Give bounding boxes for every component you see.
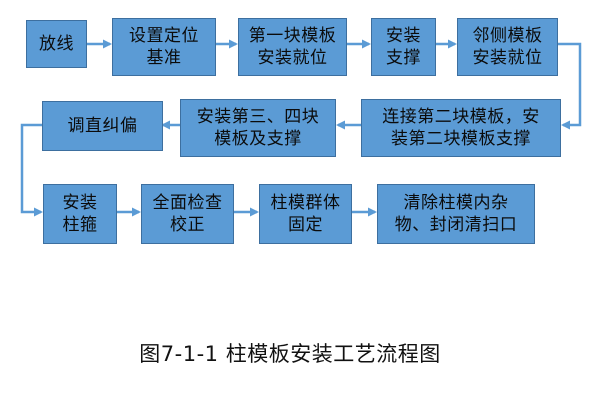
step-label-line: 邻侧模板 — [472, 26, 543, 46]
step-label-line: 支撑 — [386, 48, 421, 68]
step-label-line: 安装就位 — [472, 48, 543, 68]
arrow-step8-to-step9 — [20, 123, 43, 217]
step-label-line: 设置定位 — [129, 26, 199, 46]
step-install-bracing: 安装 支撑 — [371, 18, 436, 76]
step-label-line: 放线 — [39, 34, 74, 54]
step-label-line: 连接第二块模板，安 — [382, 107, 540, 127]
step-label-line: 第一块模板 — [248, 26, 337, 46]
step-label-line: 校正 — [170, 215, 205, 235]
step-label-line: 物、封闭清扫口 — [394, 215, 518, 235]
step-second-formwork-and-bracing: 连接第二块模板，安 装第二块模板支撑 — [361, 99, 561, 157]
step-label-line: 安装 — [62, 193, 98, 213]
step-label-line: 基准 — [146, 48, 182, 68]
step-straighten-and-correct: 调直纠偏 — [42, 101, 163, 151]
step-label-line: 全面检查 — [152, 193, 223, 213]
step-clean-and-seal-cleanout: 清除柱模内杂 物、封闭清扫口 — [377, 184, 535, 244]
step-label-line: 柱箍 — [62, 215, 98, 235]
step-lay-out-lines: 放线 — [26, 20, 87, 68]
step-label-line: 模板及支撑 — [214, 129, 302, 149]
step-label-line: 调直纠偏 — [67, 116, 138, 136]
step-first-formwork-in-place: 第一块模板 安装就位 — [238, 18, 347, 76]
step-label-line: 清除柱模内杂 — [403, 193, 509, 213]
step-label-line: 固定 — [288, 215, 323, 235]
figure-caption: 图7-1-1 柱模板安装工艺流程图 — [139, 342, 441, 366]
step-label-line: 柱模群体 — [270, 193, 341, 213]
step-label-line: 安装 — [386, 26, 421, 46]
step-install-column-clamps: 安装 柱箍 — [43, 184, 117, 244]
step-fix-column-formwork-group: 柱模群体 固定 — [259, 184, 352, 244]
step-label-line: 安装第三、四块 — [196, 107, 320, 127]
step-label-line: 装第二块模板支撑 — [391, 129, 531, 149]
step-adjacent-formwork-in-place: 邻侧模板 安装就位 — [457, 18, 558, 76]
step-set-positioning-datum: 设置定位 基准 — [112, 18, 216, 76]
step-third-fourth-formwork-and-bracing: 安装第三、四块 模板及支撑 — [180, 99, 336, 157]
arrow-step5-to-step6 — [558, 42, 582, 130]
step-label-line: 安装就位 — [257, 48, 328, 68]
step-full-inspection-and-correction: 全面检查 校正 — [141, 184, 234, 244]
